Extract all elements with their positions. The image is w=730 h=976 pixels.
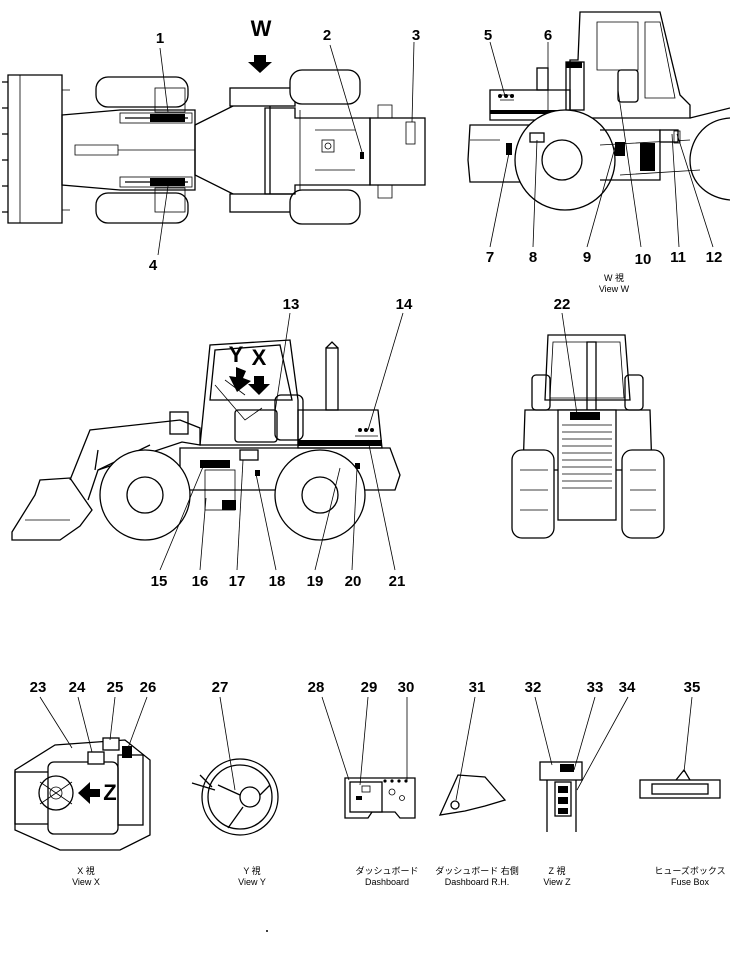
view-z-column <box>534 696 629 832</box>
callout-11: 11 <box>670 249 686 266</box>
callout-2: 2 <box>322 27 332 44</box>
rear-view-loader <box>511 312 665 539</box>
callout-16: 16 <box>191 573 209 590</box>
caption-view-w: W 視 View W <box>599 273 629 295</box>
callout-35: 35 <box>683 679 701 696</box>
callout-26: 26 <box>139 679 157 696</box>
callout-13: 13 <box>282 296 300 313</box>
callout-20: 20 <box>344 573 362 590</box>
callout-6: 6 <box>543 27 553 44</box>
dashboard-rh-panel <box>438 696 507 816</box>
callout-33: 33 <box>586 679 604 696</box>
callout-30: 30 <box>397 679 415 696</box>
side-view-loader <box>11 312 404 571</box>
callout-21: 21 <box>388 573 406 590</box>
caption-view-y-jp: Y 視 <box>243 866 261 876</box>
caption-view-z: Z 視 View Z <box>543 866 570 888</box>
callout-5: 5 <box>483 27 493 44</box>
callout-24: 24 <box>68 679 86 696</box>
callout-17: 17 <box>228 573 246 590</box>
fuse-box <box>639 696 721 799</box>
view-letter-w: W <box>250 16 272 41</box>
caption-dashboard-rh: ダッシュボード 右側 Dashboard R.H. <box>435 866 519 888</box>
caption-dashboard-jp: ダッシュボード <box>355 866 419 876</box>
callout-1: 1 <box>155 30 165 47</box>
view-w-side <box>467 11 730 248</box>
caption-view-y-en: View Y <box>238 877 266 887</box>
callout-9: 9 <box>582 249 592 266</box>
view-letter-y: Y <box>228 342 244 367</box>
view-letter-x: X <box>251 345 267 370</box>
callout-14: 14 <box>395 296 413 313</box>
caption-view-x-jp: X 視 <box>77 866 95 876</box>
caption-view-w-en: View W <box>598 284 630 294</box>
callout-25: 25 <box>106 679 124 696</box>
callout-28: 28 <box>307 679 325 696</box>
callout-15: 15 <box>150 573 168 590</box>
caption-view-z-en: View Z <box>543 877 571 887</box>
callout-34: 34 <box>618 679 636 696</box>
caption-dashboard-rh-en: Dashboard R.H. <box>444 877 510 887</box>
caption-fuse-box-en: Fuse Box <box>670 877 710 887</box>
callout-31: 31 <box>468 679 486 696</box>
view-x-cab-top <box>14 696 151 851</box>
view-letter-z: Z <box>103 780 117 805</box>
callout-27: 27 <box>211 679 229 696</box>
top-view-loader <box>2 41 426 256</box>
caption-view-y: Y 視 View Y <box>238 866 266 888</box>
view-y-steering <box>191 696 279 836</box>
caption-view-w-jp: W 視 <box>604 273 624 283</box>
callout-7: 7 <box>485 249 495 266</box>
callout-18: 18 <box>268 573 286 590</box>
callout-8: 8 <box>528 249 538 266</box>
callout-23: 23 <box>29 679 47 696</box>
caption-view-z-jp: Z 視 <box>548 866 566 876</box>
callout-32: 32 <box>524 679 542 696</box>
caption-view-x: X 視 View X <box>72 866 100 888</box>
callout-4: 4 <box>148 257 158 274</box>
callout-19: 19 <box>306 573 324 590</box>
callout-29: 29 <box>360 679 378 696</box>
caption-view-x-en: View X <box>72 877 100 887</box>
caption-fuse-box-jp: ヒューズボックス <box>654 866 726 876</box>
caption-dashboard-rh-jp: ダッシュボード 右側 <box>435 866 519 876</box>
callout-22: 22 <box>553 296 571 313</box>
caption-fuse-box: ヒューズボックス Fuse Box <box>654 866 725 888</box>
caption-dashboard-en: Dashboard <box>364 877 410 887</box>
callout-3: 3 <box>411 27 421 44</box>
callout-12: 12 <box>705 249 723 266</box>
callout-10: 10 <box>634 251 652 268</box>
dashboard-panel <box>321 696 416 819</box>
caption-dashboard: ダッシュボード Dashboard <box>355 866 418 888</box>
